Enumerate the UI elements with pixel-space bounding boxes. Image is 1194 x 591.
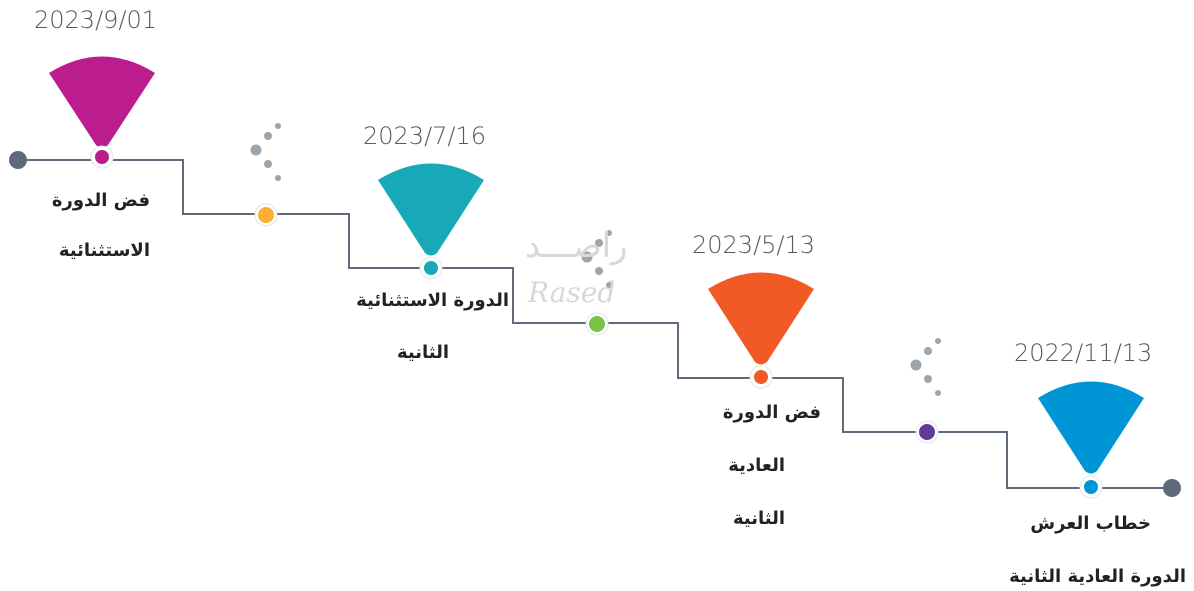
milestone-2-label-line-2: الثانية — [396, 342, 449, 363]
milestone-2-fan — [378, 163, 484, 256]
milestone-3-marker — [708, 272, 814, 389]
connector-3-node — [919, 424, 935, 440]
connector-2 — [585, 312, 609, 336]
dots-decoration-1 — [250, 123, 281, 181]
connector-2-node — [589, 316, 605, 332]
milestone-3-label-line-3: الثانية — [732, 508, 785, 529]
dots-decoration-2 — [581, 230, 612, 288]
milestone-3-label-line-1: فض الدورة — [722, 402, 821, 423]
milestone-1-date: 2023/9/01 — [34, 6, 158, 34]
milestone-2-marker — [378, 163, 484, 280]
milestone-2-date: 2023/7/16 — [363, 122, 487, 150]
timeline-start-cap — [9, 151, 27, 169]
milestone-2-node — [424, 261, 438, 275]
milestone-4-node — [1084, 480, 1098, 494]
milestone-3-fan — [708, 272, 814, 365]
milestone-1-marker — [49, 56, 155, 169]
milestone-1-label-line-2: الاستثنائية — [58, 240, 150, 261]
milestone-1-label-line-1: فض الدورة — [51, 190, 150, 211]
milestone-3-date: 2023/5/13 — [692, 231, 816, 259]
watermark-latin: Rased — [528, 276, 616, 309]
milestone-4-marker — [1038, 381, 1144, 499]
milestone-2-label-line-1: الدورة الاستثنائية — [356, 290, 509, 311]
watermark-arabic: راصـــد — [525, 226, 628, 266]
milestone-1-node — [95, 150, 109, 164]
milestone-4-fan — [1038, 381, 1144, 474]
dots-decoration-3 — [910, 338, 941, 396]
milestone-3-label-line-2: العادية — [728, 455, 785, 476]
milestone-1-fan — [49, 56, 155, 148]
milestone-3-node — [754, 370, 768, 384]
connector-1 — [254, 203, 278, 227]
milestone-4-date: 2022/11/13 — [1014, 339, 1153, 367]
connector-1-node — [258, 207, 274, 223]
connector-3 — [915, 420, 939, 444]
milestone-4-label-line-2: الدورة العادية الثانية — [1009, 566, 1186, 587]
milestone-4-label-line-1: خطاب العرش — [1030, 513, 1151, 534]
timeline-end-cap — [1163, 479, 1181, 497]
